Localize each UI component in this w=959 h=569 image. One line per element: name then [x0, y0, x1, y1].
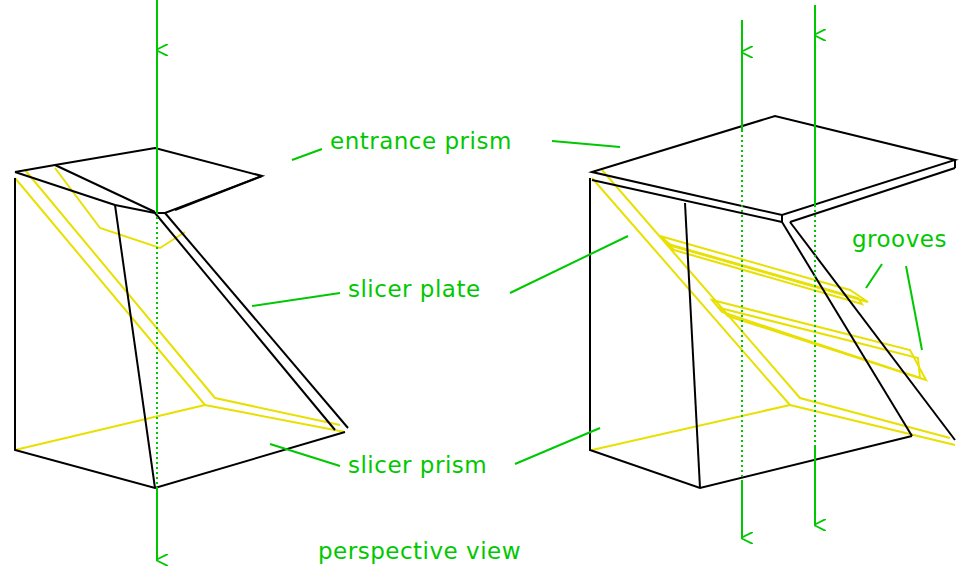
view-caption: perspective view: [318, 538, 521, 564]
light-beam: [156, 0, 158, 560]
part-name: slicer plate: [348, 276, 481, 302]
leader-line: [252, 141, 922, 466]
right-prism-outline: [590, 116, 955, 488]
part-name: slicer prism: [348, 452, 487, 478]
part-name: grooves: [852, 226, 947, 252]
part-name: entrance prism: [330, 128, 512, 154]
left-prism-outline: [15, 148, 348, 488]
slicer-plate-outline: [592, 170, 955, 450]
slicer-plate-outline: [15, 168, 345, 450]
light-beam: [742, 5, 815, 538]
